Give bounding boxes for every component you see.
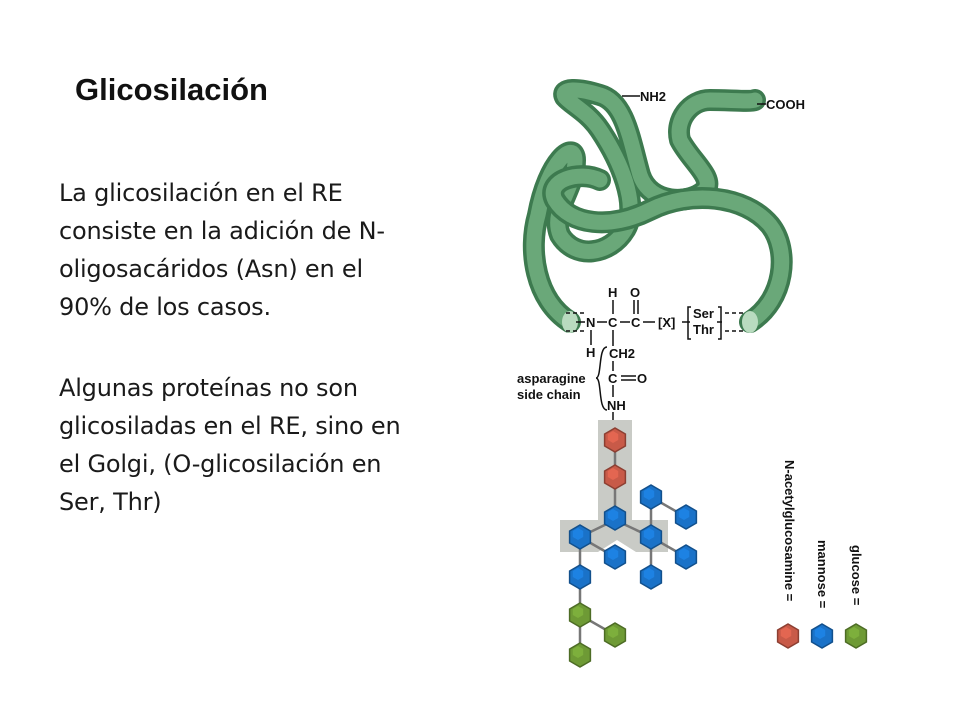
svg-text:O: O	[637, 371, 647, 386]
svg-text:C: C	[608, 315, 618, 330]
text-line: 90% de los casos.	[59, 293, 271, 321]
svg-text:Thr: Thr	[693, 322, 714, 337]
svg-text:H: H	[608, 285, 617, 300]
svg-text:CH2: CH2	[609, 346, 635, 361]
text-line: Ser, Thr)	[59, 488, 162, 516]
svg-text:Ser: Ser	[693, 306, 714, 321]
legend-label-glucose: glucose =	[849, 545, 864, 606]
legend-label-n-acetylglucosamine: N-acetylglucosamine =	[782, 460, 797, 602]
text-line: consiste en la adición de N-	[59, 217, 385, 245]
n-terminus-label: NH2	[622, 89, 666, 104]
text-line: glicosiladas en el RE, sino en	[59, 412, 401, 440]
glucose-residue-highlight	[607, 626, 619, 638]
mannose-residue-highlight	[572, 528, 584, 540]
backbone-atoms: H O N C C [X] H Ser Thr CH2 C O NH aspar…	[517, 285, 722, 413]
svg-text:NH: NH	[607, 398, 626, 413]
mannose-residue-highlight	[607, 509, 619, 521]
mannose-residue-highlight	[643, 488, 655, 500]
text-line: La glicosilación en el RE	[59, 179, 343, 207]
text-line: el Golgi, (O-glicosilación en	[59, 450, 382, 478]
slide-title: Glicosilación	[75, 72, 268, 107]
mannose-residue-highlight	[678, 548, 690, 560]
paragraph-n-glycosylation: La glicosilación en el RE consiste en la…	[59, 174, 439, 326]
svg-text:C: C	[631, 315, 641, 330]
svg-text:[X]: [X]	[658, 315, 675, 330]
n-acetylglucosamine-residue-highlight	[607, 431, 619, 443]
legend-glucose-icon-highlight	[848, 627, 860, 639]
glucose-residue-highlight	[572, 606, 584, 618]
svg-text:N: N	[586, 315, 595, 330]
glucose-residue-highlight	[572, 646, 584, 658]
svg-text:O: O	[630, 285, 640, 300]
svg-text:H: H	[586, 345, 595, 360]
svg-text:C: C	[608, 371, 618, 386]
mannose-residue-highlight	[643, 568, 655, 580]
side-chain-label: asparagine	[517, 371, 586, 386]
side-chain-label: side chain	[517, 387, 581, 402]
oligosaccharide	[568, 427, 698, 668]
mannose-residue-highlight	[572, 568, 584, 580]
svg-text:NH2: NH2	[640, 89, 666, 104]
c-terminus-label: COOH	[757, 97, 805, 112]
svg-text:COOH: COOH	[766, 97, 805, 112]
protein-chain	[522, 79, 793, 333]
mannose-residue-highlight	[678, 508, 690, 520]
paragraph-o-glycosylation: Algunas proteínas no son glicosiladas en…	[59, 369, 439, 521]
legend-label-mannose: mannose =	[815, 540, 830, 609]
n-acetylglucosamine-residue-highlight	[607, 468, 619, 480]
mannose-residue-highlight	[643, 528, 655, 540]
legend: N-acetylglucosamine = mannose = glucose …	[776, 460, 868, 649]
legend-mannose-icon-highlight	[814, 627, 826, 639]
text-line: Algunas proteínas no son	[59, 374, 358, 402]
mannose-residue-highlight	[607, 548, 619, 560]
text-line: oligosacáridos (Asn) en el	[59, 255, 363, 283]
legend-n-acetylglucosamine-icon-highlight	[780, 627, 792, 639]
